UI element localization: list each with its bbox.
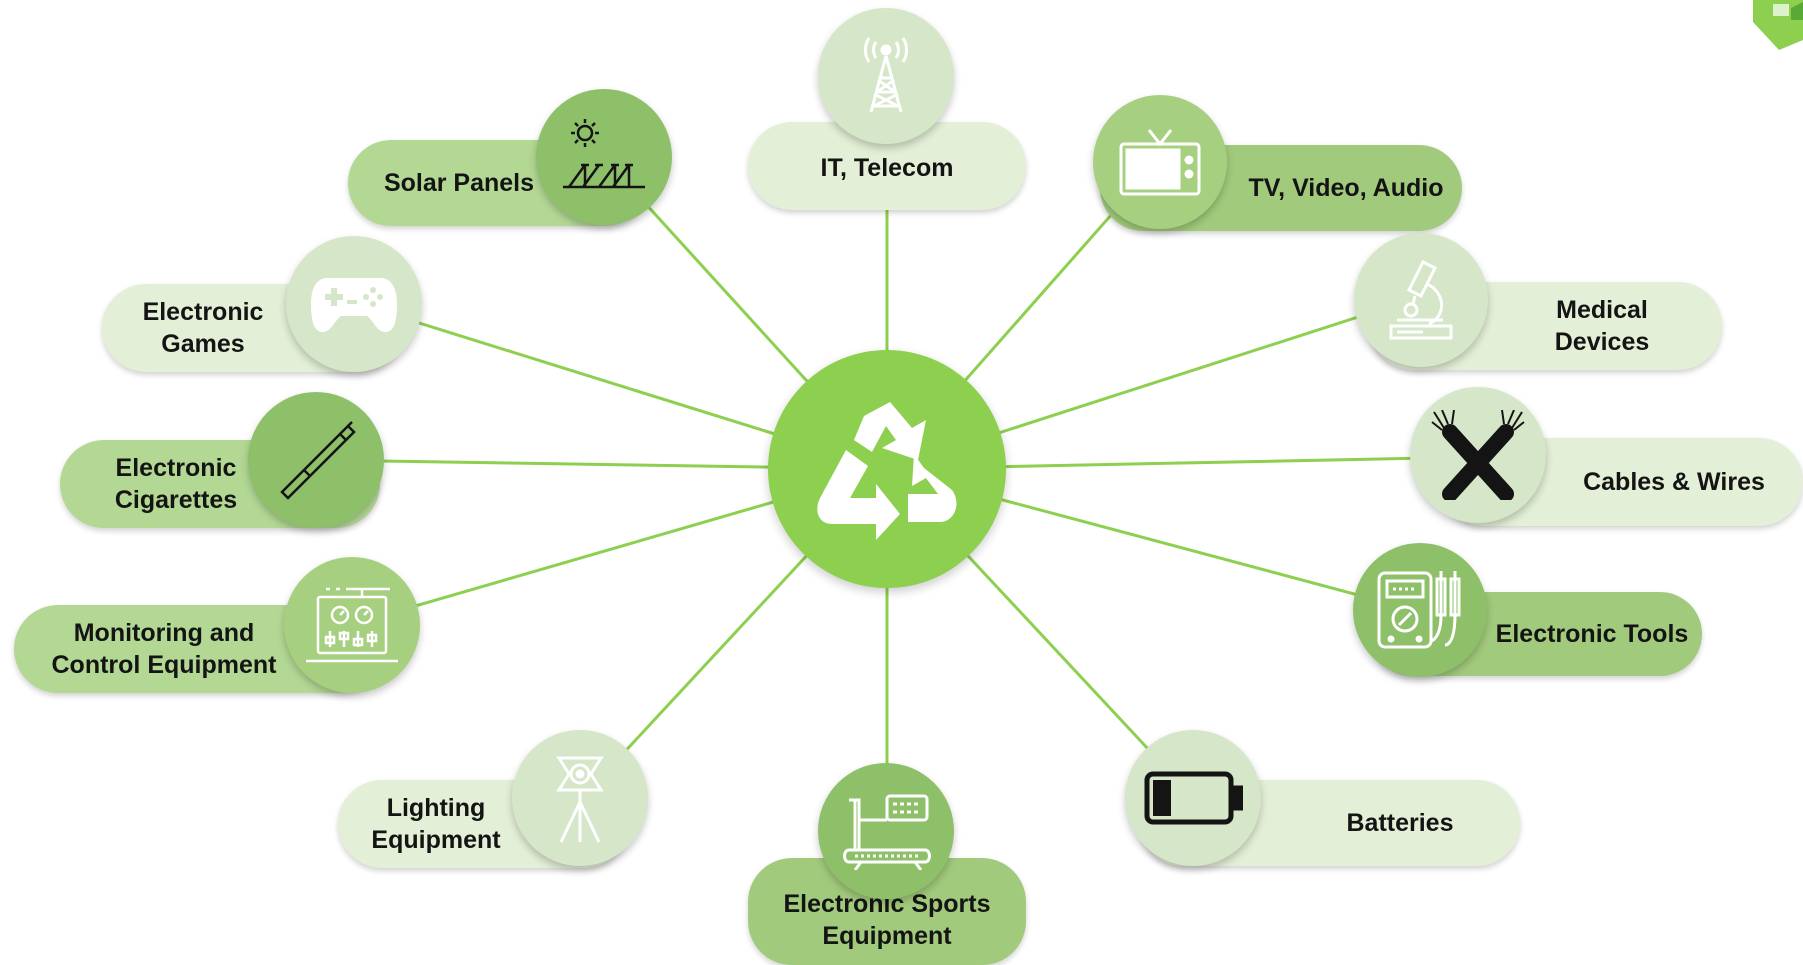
category-label: Electronic Games bbox=[142, 298, 264, 358]
battery-icon bbox=[1125, 730, 1261, 866]
solar-panel-icon bbox=[536, 89, 672, 225]
treadmill-icon bbox=[818, 763, 954, 899]
recycle-icon bbox=[817, 402, 957, 540]
category-label: Monitoring and Control Equipment bbox=[51, 619, 277, 679]
recycle-hub bbox=[768, 350, 1006, 588]
microscope-icon bbox=[1354, 233, 1488, 367]
category-label: TV, Video, Audio bbox=[1248, 174, 1444, 202]
e-cigarette-icon bbox=[248, 392, 384, 528]
category-label: Electronic Sports Equipment bbox=[783, 890, 991, 950]
category-label: IT, Telecom bbox=[820, 154, 954, 182]
multimeter-icon bbox=[1353, 543, 1487, 677]
category-label: Lighting Equipment bbox=[371, 794, 501, 854]
gamepad-icon bbox=[286, 236, 422, 372]
television-icon bbox=[1093, 95, 1227, 229]
category-label: Electronic Cigarettes bbox=[114, 454, 238, 514]
category-label: Electronic Tools bbox=[1495, 620, 1689, 648]
category-label: Solar Panels bbox=[383, 169, 535, 197]
logo-icon bbox=[1753, 0, 1803, 50]
radio-tower-icon bbox=[818, 8, 954, 144]
category-label: Cables & Wires bbox=[1583, 468, 1765, 496]
category-label: Batteries bbox=[1346, 809, 1454, 837]
spotlight-icon bbox=[512, 730, 648, 866]
control-panel-icon bbox=[284, 557, 420, 693]
category-label: Medical Devices bbox=[1554, 296, 1650, 356]
cables-icon bbox=[1410, 387, 1546, 523]
